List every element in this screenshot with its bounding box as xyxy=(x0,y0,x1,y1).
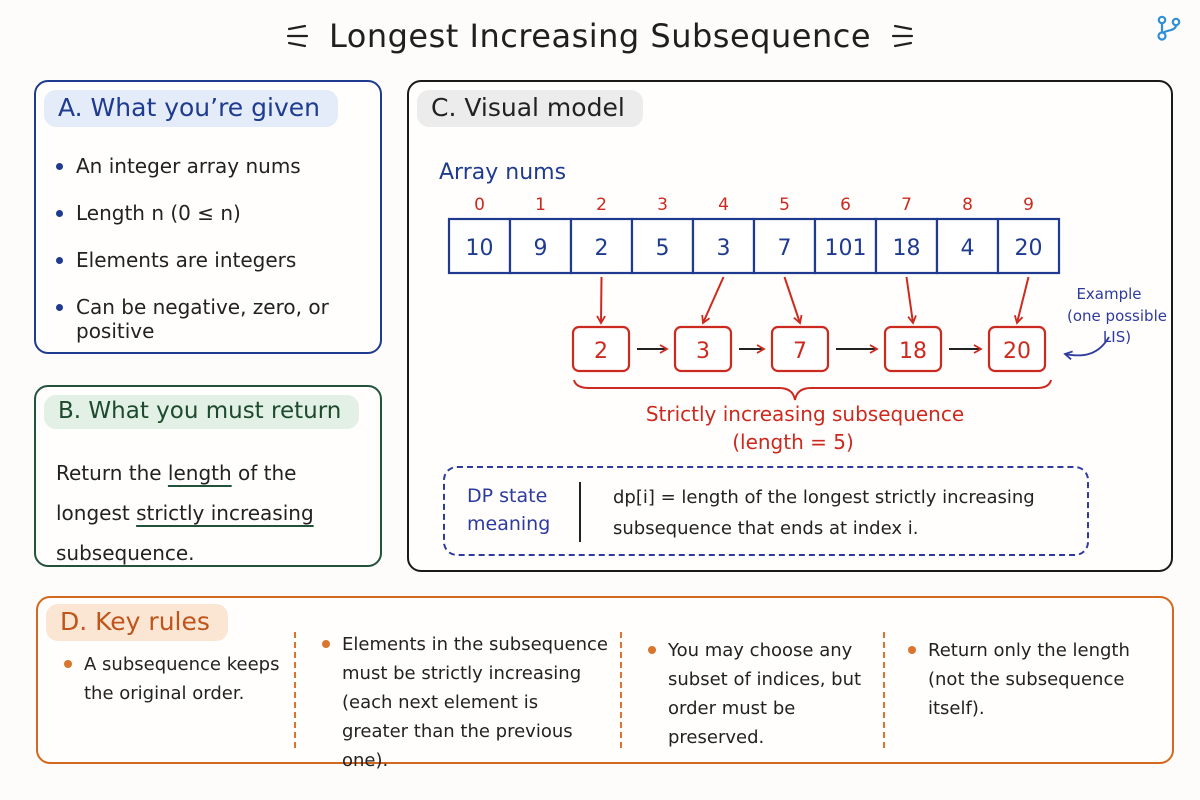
selection-arrows xyxy=(596,276,1030,325)
dp-state-definition: dp[i] = length of the longest strictly i… xyxy=(613,487,1035,539)
lis-cell xyxy=(673,325,733,373)
array-cell xyxy=(691,217,756,275)
panel-key-rules: D. Key rules A subsequence keeps the ori… xyxy=(36,596,1174,771)
dp-state-label: DP state meaning xyxy=(467,485,551,535)
lis-cells: 2 3 7 18 20 xyxy=(571,325,1047,373)
array-cell xyxy=(813,217,878,275)
given-item: Length n (0 ≤ n) xyxy=(54,201,380,248)
rule-item: Return only the length (not the subseque… xyxy=(904,636,1164,723)
selection-arrow xyxy=(701,276,725,325)
rule-divider xyxy=(620,632,622,748)
panel-rules-heading: D. Key rules xyxy=(46,604,228,641)
rule-divider xyxy=(294,632,296,748)
example-note-arrow xyxy=(1063,336,1110,360)
lis-brace xyxy=(573,379,1052,401)
example-note: Example (one possible LIS) xyxy=(1063,285,1167,360)
lis-cell-value: 2 xyxy=(594,339,608,364)
array-cell xyxy=(752,217,817,275)
dp-state-box: DP state meaning dp[i] = length of the l… xyxy=(443,466,1089,556)
array-cell-value: 9 xyxy=(534,236,548,261)
lis-cell-value: 3 xyxy=(696,339,710,364)
array-cell-value: 20 xyxy=(1015,236,1043,261)
example-note-line: LIS) xyxy=(1103,328,1131,346)
array-index-label: 3 xyxy=(657,195,668,215)
array-index-label: 0 xyxy=(474,195,485,215)
lis-cell-value: 20 xyxy=(1003,339,1031,364)
array-cell xyxy=(935,217,1000,275)
decoration-left-icon xyxy=(286,24,309,48)
array-label: Array nums xyxy=(439,160,566,185)
panel-return: B. What you must return Return the lengt… xyxy=(34,385,382,567)
array-cell xyxy=(569,217,634,275)
panel-return-heading: B. What you must return xyxy=(44,395,360,429)
rule-item: Elements in the subsequence must be stri… xyxy=(318,630,608,775)
lis-cell-value: 18 xyxy=(899,339,927,364)
array-index-label: 4 xyxy=(718,195,729,215)
array-cell-value: 2 xyxy=(595,236,609,261)
return-text-emphasis: length xyxy=(167,461,232,485)
rule-divider xyxy=(883,632,885,748)
decoration-right-icon xyxy=(891,24,914,48)
page-title: Longest Increasing Subsequence xyxy=(328,17,871,55)
example-note-line: Example xyxy=(1076,285,1141,303)
title-bar: Longest Increasing Subsequence xyxy=(0,8,1200,64)
array-cell-value: 101 xyxy=(825,236,867,261)
array-cell-value: 18 xyxy=(893,236,921,261)
return-text-part: Return the xyxy=(56,461,168,485)
array-cell-value: 3 xyxy=(717,236,731,261)
lis-cell xyxy=(883,325,943,373)
array-cells: 10 9 2 5 3 7 101 18 4 20 xyxy=(447,217,1061,275)
dp-separator xyxy=(579,482,581,542)
selection-arrow xyxy=(905,276,917,325)
panel-given: A. What you’re given An integer array nu… xyxy=(34,80,382,354)
example-note-line: (one possible xyxy=(1067,307,1167,325)
selection-arrow xyxy=(596,276,606,325)
array-index-label: 1 xyxy=(535,195,546,215)
return-text-part: subsequence. xyxy=(56,541,195,565)
given-item: Elements are integers xyxy=(54,248,380,295)
brace-caption-length: (length = 5) xyxy=(732,430,854,454)
array-cell-value: 4 xyxy=(961,236,975,261)
array-cell xyxy=(996,217,1061,275)
rule-item: You may choose any subset of indices, bu… xyxy=(644,636,884,752)
array-cell-value: 7 xyxy=(778,236,792,261)
lis-cell xyxy=(770,325,830,373)
array-index-label: 7 xyxy=(901,195,912,215)
array-cell xyxy=(508,217,573,275)
selection-arrow xyxy=(783,276,803,325)
panel-visual-heading: C. Visual model xyxy=(417,90,643,127)
array-index-label: 5 xyxy=(779,195,790,215)
array-index-label: 6 xyxy=(840,195,851,215)
array-cell xyxy=(447,217,512,275)
panel-visual-model: C. Visual model Array nums 0 1 2 3 4 5 6 7 8 9 10… xyxy=(407,80,1173,572)
given-item: Can be negative, zero, or positive xyxy=(54,295,380,343)
return-text-part: of the longest xyxy=(56,461,297,525)
rule-item: A subsequence keeps the original order. xyxy=(60,650,290,708)
array-index-label: 9 xyxy=(1023,195,1034,215)
index-row: 0 1 2 3 4 5 6 7 8 9 xyxy=(474,195,1034,215)
given-item: An integer array nums xyxy=(54,154,380,201)
return-description: Return the length of the longest strictl… xyxy=(56,453,366,573)
array-cell-value: 5 xyxy=(656,236,670,261)
brace-caption: Strictly increasing subsequence xyxy=(646,402,964,426)
selection-arrow xyxy=(1013,276,1030,325)
lis-cell-value: 7 xyxy=(793,339,807,364)
array-index-label: 8 xyxy=(962,195,973,215)
array-diagram: Array nums 0 1 2 3 4 5 6 7 8 9 10 9 2 5 3 7 101 18 4 20 2 3… xyxy=(439,160,1167,454)
lis-cell xyxy=(571,325,631,373)
array-cell-value: 10 xyxy=(466,236,494,261)
branch-logo-icon xyxy=(1157,15,1181,41)
lis-cell xyxy=(987,325,1047,373)
return-text-emphasis: strictly increasing xyxy=(136,501,314,525)
panel-given-heading: A. What you’re given xyxy=(44,90,338,127)
array-cell xyxy=(630,217,695,275)
array-index-label: 2 xyxy=(596,195,607,215)
given-list: An integer array nums Length n (0 ≤ n) E… xyxy=(54,154,380,343)
